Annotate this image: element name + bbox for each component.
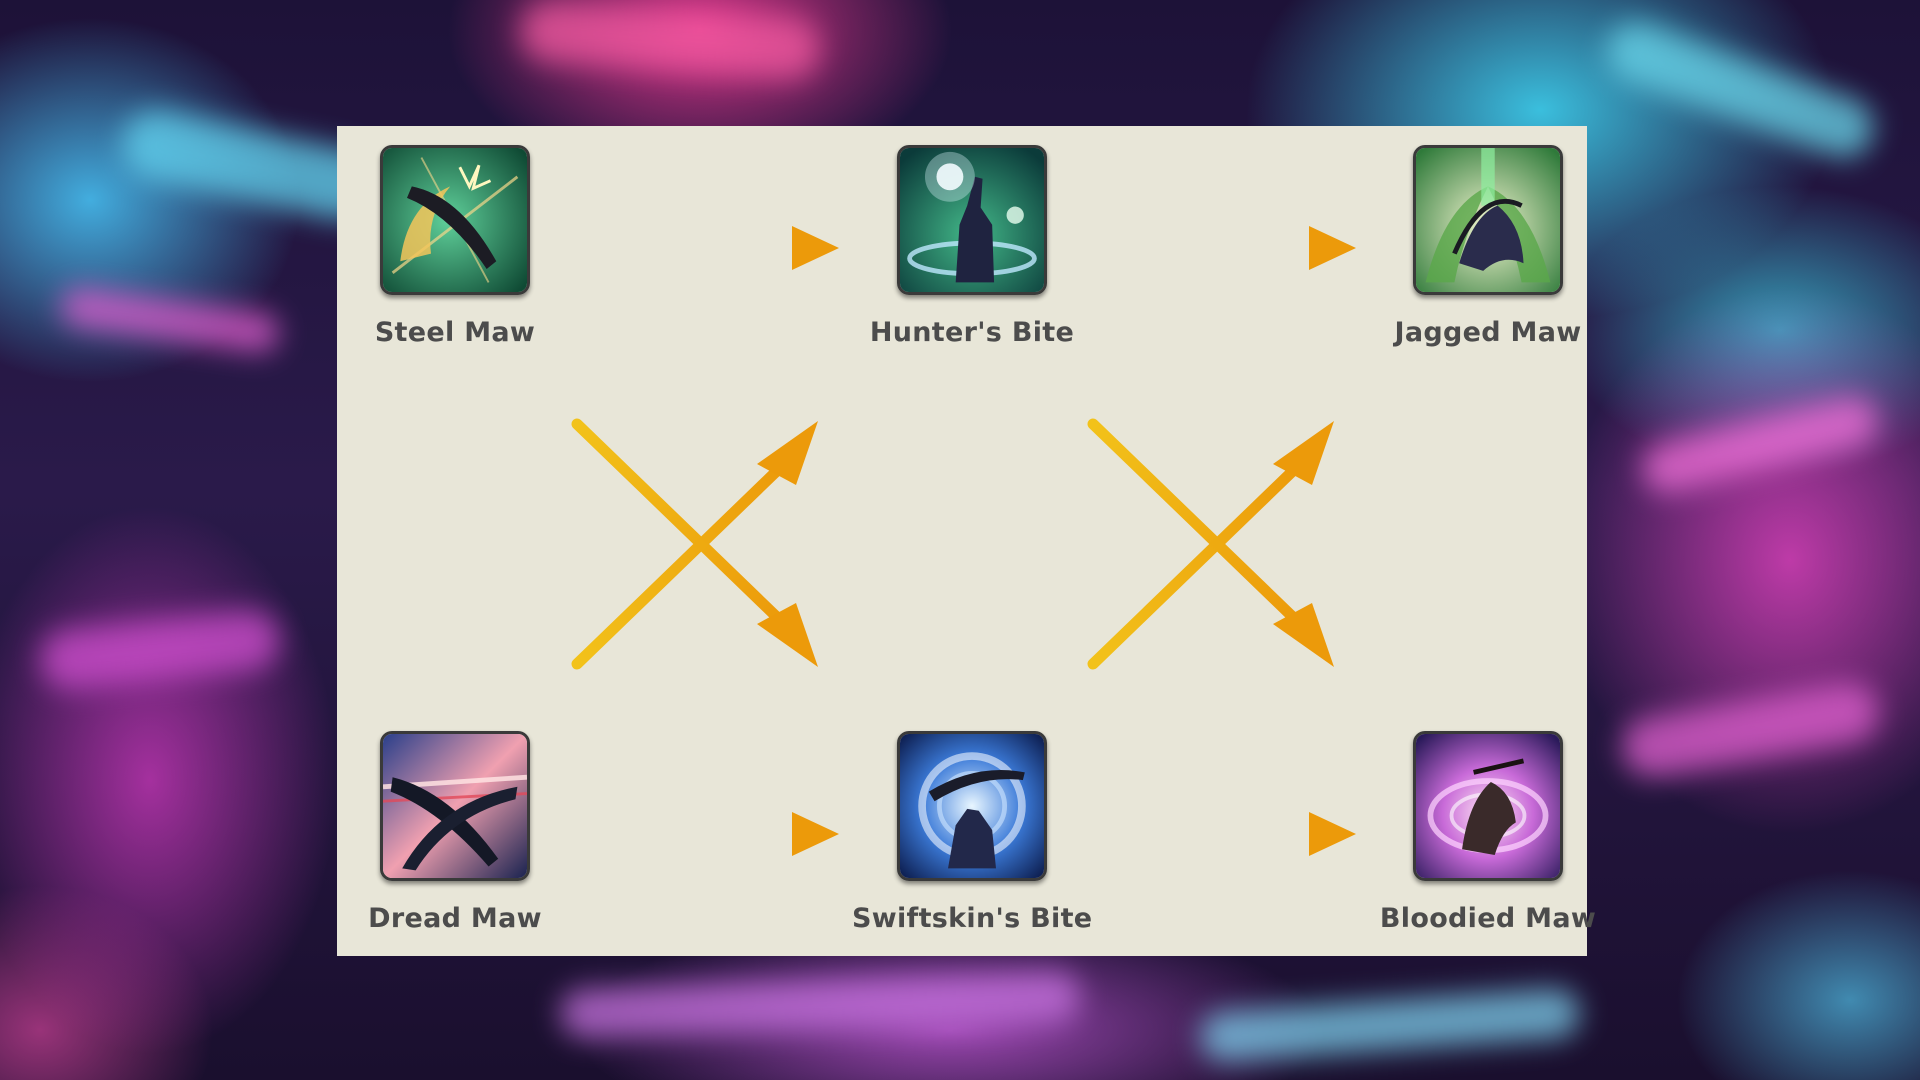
swiftskins-bite-icon: [897, 731, 1047, 881]
skill-label: Swiftskin's Bite: [852, 903, 1093, 934]
skill-jagged-maw: Jagged Maw: [1368, 145, 1608, 348]
skill-dread-maw: Dread Maw: [335, 731, 575, 934]
skill-steel-maw: Steel Maw: [335, 145, 575, 348]
hunters-bite-icon: [897, 145, 1047, 295]
combo-arrows: [551, 226, 1356, 856]
arrow-steel-to-swiftskins: [571, 418, 818, 667]
jagged-maw-icon: [1413, 145, 1563, 295]
skill-label: Jagged Maw: [1394, 317, 1582, 348]
bloodied-maw-icon: [1413, 731, 1563, 881]
arrow-dread-to-hunters: [571, 421, 818, 670]
skill-hunters-bite: Hunter's Bite: [852, 145, 1092, 348]
arrow-swiftskins-to-bloodied: [1068, 812, 1356, 856]
arrow-hunters-to-bloodied: [1087, 418, 1334, 667]
steel-maw-icon: [380, 145, 530, 295]
arrow-steel-to-hunters: [551, 226, 839, 270]
skill-label: Hunter's Bite: [869, 317, 1075, 348]
skill-label: Bloodied Maw: [1379, 903, 1597, 934]
skill-label: Steel Maw: [374, 317, 536, 348]
skill-bloodied-maw: Bloodied Maw: [1368, 731, 1608, 934]
arrow-hunters-to-jagged: [1068, 226, 1356, 270]
skill-swiftskins-bite: Swiftskin's Bite: [852, 731, 1092, 934]
arrow-dread-to-swiftskins: [551, 812, 839, 856]
rotation-diagram-panel: Steel Maw Hunter's Bite: [335, 126, 1596, 956]
skill-label: Dread Maw: [368, 903, 542, 934]
dread-maw-icon: [380, 731, 530, 881]
arrow-swiftskins-to-jagged: [1087, 421, 1334, 670]
